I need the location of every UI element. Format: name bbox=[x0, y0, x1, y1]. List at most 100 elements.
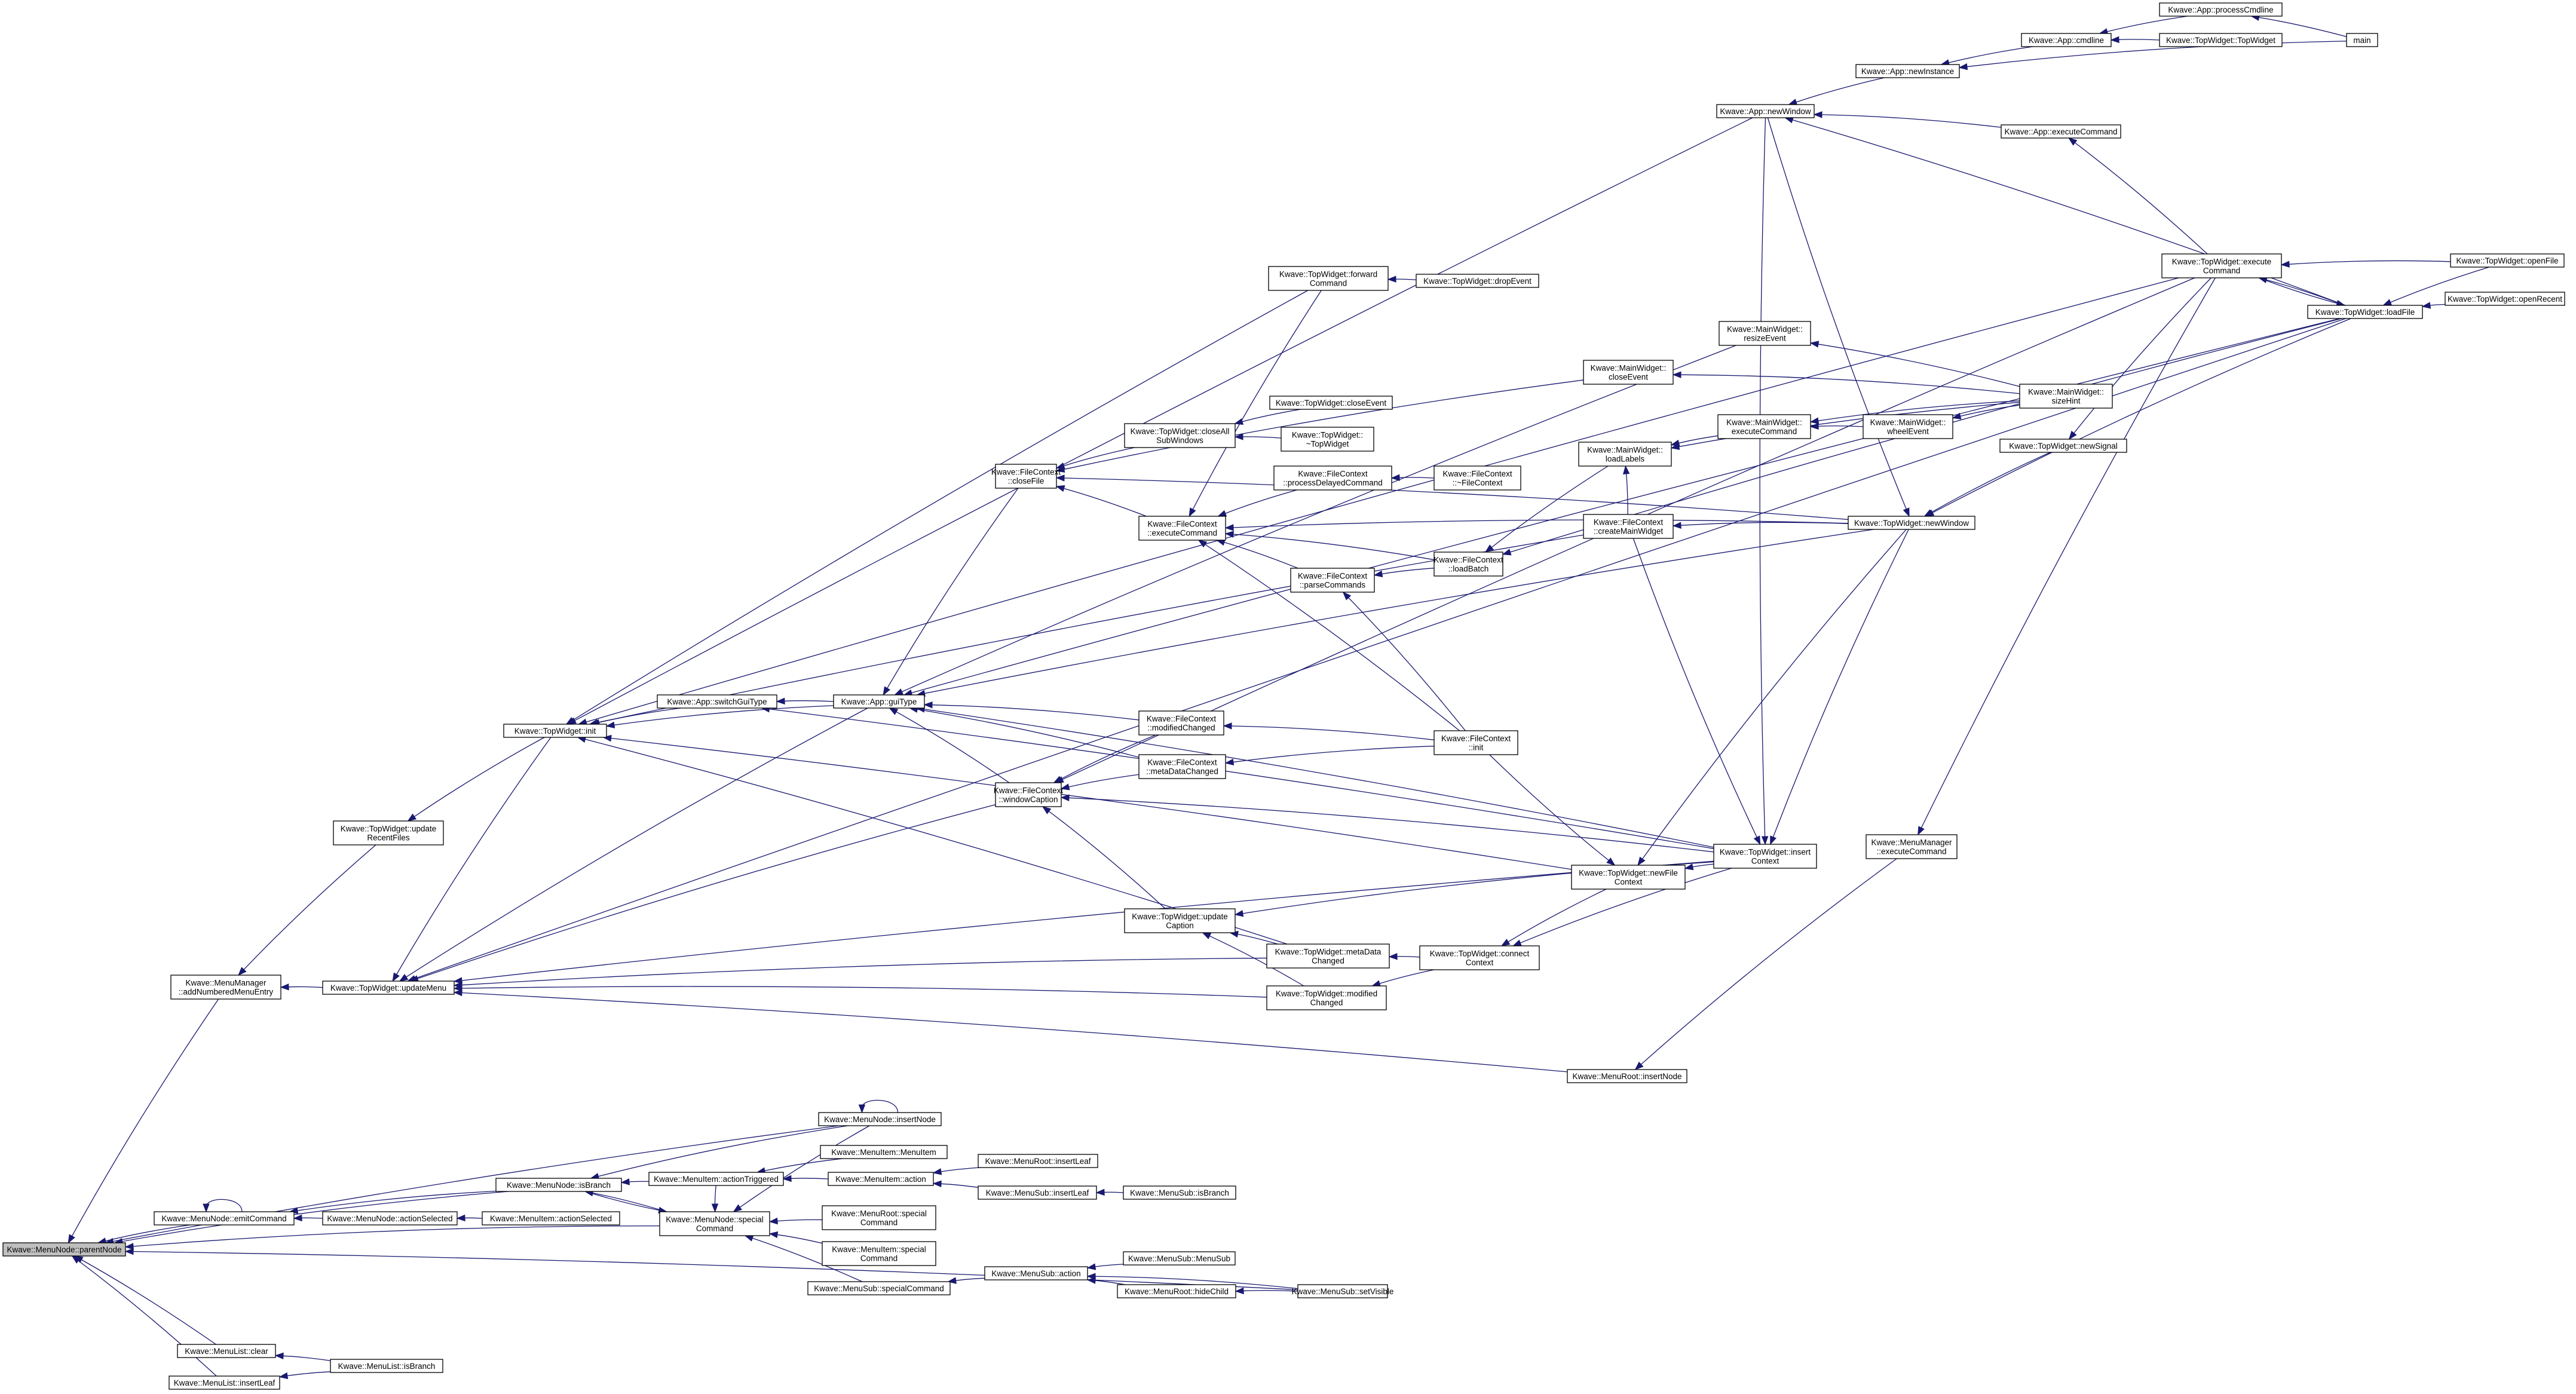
node-fcLoadBatch[interactable]: Kwave::FileContext::loadBatch bbox=[1434, 552, 1503, 577]
arrow-head bbox=[1235, 1287, 1244, 1295]
node-fcProcDelayed[interactable]: Kwave::FileContext::processDelayedComman… bbox=[1273, 465, 1392, 491]
node-subMenuSub[interactable]: Kwave::MenuSub::MenuSub bbox=[1123, 1251, 1236, 1266]
node-appProcCmdline[interactable]: Kwave::App::processCmdline bbox=[2159, 2, 2283, 17]
node-twTopWidget[interactable]: Kwave::TopWidget::TopWidget bbox=[2159, 33, 2283, 47]
node-twOpenRecent[interactable]: Kwave::TopWidget::openRecent bbox=[2445, 292, 2565, 306]
node-label: Kwave::App::executeCommand bbox=[2004, 127, 2117, 136]
edge-nodeIsBranch-nodeSpecial bbox=[584, 1190, 667, 1212]
arrow-head bbox=[1500, 939, 1511, 946]
node-fcExecCmd[interactable]: Kwave::FileContext::executeCommand bbox=[1138, 516, 1226, 541]
node-mwLoadLabels[interactable]: Kwave::MainWidget::loadLabels bbox=[1578, 442, 1672, 467]
node-mmExecCmd[interactable]: Kwave::MenuManager::executeCommand bbox=[1866, 834, 1958, 859]
node-addNumbered[interactable]: Kwave::MenuManager::addNumberedMenuEntry bbox=[170, 975, 281, 1000]
arrow-head bbox=[1952, 412, 1962, 419]
node-nodeInsertNode[interactable]: Kwave::MenuNode::insertNode bbox=[818, 1112, 942, 1126]
node-itemSpecial[interactable]: Kwave::MenuItem::specialCommand bbox=[822, 1241, 936, 1266]
arrow-head bbox=[2382, 299, 2393, 306]
node-mwResizeEvent[interactable]: Kwave::MainWidget::resizeEvent bbox=[1719, 321, 1811, 346]
node-fcModChanged[interactable]: Kwave::FileContext::modifiedChanged bbox=[1138, 710, 1224, 736]
edge-nodeSpecial-itemSpecial bbox=[768, 1231, 823, 1244]
node-nodeActionSel[interactable]: Kwave::MenuNode::actionSelected bbox=[322, 1211, 458, 1226]
node-twNewWindow[interactable]: Kwave::TopWidget::newWindow bbox=[1848, 516, 1975, 530]
node-emitCommand[interactable]: Kwave::MenuNode::emitCommand bbox=[154, 1211, 295, 1226]
node-twCloseEvent[interactable]: Kwave::TopWidget::closeEvent bbox=[1269, 396, 1393, 410]
edge-addNumbered-twUpdateRecent bbox=[238, 844, 376, 976]
node-subSpecial[interactable]: Kwave::MenuSub::specialCommand bbox=[807, 1281, 951, 1295]
node-appCmdline[interactable]: Kwave::App::cmdline bbox=[2021, 33, 2112, 47]
node-twDtor[interactable]: Kwave::TopWidget::~TopWidget bbox=[1281, 427, 1374, 452]
node-twMetaChanged[interactable]: Kwave::TopWidget::metaDataChanged bbox=[1266, 943, 1390, 969]
node-subSetVisible[interactable]: Kwave::MenuSub::setVisible bbox=[1292, 1284, 1394, 1298]
edge-twExecCmd-twOpenFile bbox=[2280, 260, 2451, 268]
node-nodeIsBranch[interactable]: Kwave::MenuNode::isBranch bbox=[495, 1178, 622, 1192]
node-main[interactable]: main bbox=[2346, 33, 2378, 47]
node-box bbox=[177, 1344, 276, 1358]
node-listInsertLeaf[interactable]: Kwave::MenuList::insertLeaf bbox=[169, 1375, 280, 1390]
node-twOpenFile[interactable]: Kwave::TopWidget::openFile bbox=[2450, 253, 2565, 268]
node-appSwitchGui[interactable]: Kwave::App::switchGuiType bbox=[657, 694, 777, 709]
node-fcCloseFile[interactable]: Kwave::FileContext::closeFile bbox=[991, 464, 1061, 489]
edge-appGuiType-fcWindowCaption bbox=[889, 707, 1010, 783]
node-fcInit[interactable]: Kwave::FileContext::init bbox=[1434, 730, 1518, 755]
node-mwExecCmd[interactable]: Kwave::MainWidget::executeCommand bbox=[1717, 414, 1811, 439]
node-appNewWindow[interactable]: Kwave::App::newWindow bbox=[1716, 104, 1815, 118]
node-rootSpecial[interactable]: Kwave::MenuRoot::specialCommand bbox=[822, 1205, 936, 1230]
node-fcWindowCaption[interactable]: Kwave::FileContext::windowCaption bbox=[994, 782, 1064, 807]
node-twDropEvent[interactable]: Kwave::TopWidget::dropEvent bbox=[1416, 274, 1539, 288]
node-nodeSpecial[interactable]: Kwave::MenuNode::specialCommand bbox=[659, 1211, 770, 1236]
node-twUpdateMenu[interactable]: Kwave::TopWidget::updateMenu bbox=[322, 981, 455, 995]
node-listClear[interactable]: Kwave::MenuList::clear bbox=[177, 1344, 276, 1358]
node-fcDtor[interactable]: Kwave::FileContext::~FileContext bbox=[1434, 465, 1521, 491]
edge-line bbox=[1232, 746, 1435, 763]
node-label: Kwave::FileContext bbox=[1441, 734, 1511, 743]
node-subAction[interactable]: Kwave::MenuSub::action bbox=[984, 1266, 1088, 1280]
node-label: Kwave::App::guiType bbox=[841, 697, 917, 706]
node-rootInsertLeaf[interactable]: Kwave::MenuRoot::insertLeaf bbox=[978, 1154, 1098, 1168]
node-itemActTrig[interactable]: Kwave::MenuItem::actionTriggered bbox=[648, 1172, 784, 1186]
node-box bbox=[1266, 943, 1390, 969]
node-rootInsertNode[interactable]: Kwave::MenuRoot::insertNode bbox=[1567, 1069, 1687, 1083]
node-itemActionSel[interactable]: Kwave::MenuItem::actionSelected bbox=[482, 1211, 620, 1226]
node-itemMenuItem[interactable]: Kwave::MenuItem::MenuItem bbox=[820, 1145, 948, 1159]
node-fcMetaChanged[interactable]: Kwave::FileContext::metaDataChanged bbox=[1138, 754, 1226, 779]
edge-line bbox=[1059, 734, 1156, 780]
node-label: Command bbox=[1310, 279, 1347, 288]
edge-line bbox=[1103, 1191, 1124, 1193]
node-twExecCmd[interactable]: Kwave::TopWidget::executeCommand bbox=[2161, 253, 2282, 278]
node-parentNode[interactable]: Kwave::MenuNode::parentNode bbox=[2, 1242, 126, 1257]
edge-appNewInstance-main bbox=[1958, 41, 2347, 71]
node-itemAction[interactable]: Kwave::MenuItem::action bbox=[828, 1172, 934, 1186]
node-appExecCmd[interactable]: Kwave::App::executeCommand bbox=[2001, 124, 2121, 139]
edge-line bbox=[911, 318, 2341, 694]
node-twModChanged[interactable]: Kwave::TopWidget::modifiedChanged bbox=[1266, 985, 1387, 1010]
node-subInsertLeaf[interactable]: Kwave::MenuSub::insertLeaf bbox=[978, 1185, 1097, 1200]
node-appGuiType[interactable]: Kwave::App::guiType bbox=[833, 694, 925, 709]
edge-line bbox=[1068, 774, 1140, 788]
node-rootHideChild[interactable]: Kwave::MenuRoot::hideChild bbox=[1117, 1284, 1236, 1298]
node-twInit[interactable]: Kwave::TopWidget::init bbox=[503, 724, 607, 738]
node-appNewInstance[interactable]: Kwave::App::newInstance bbox=[1855, 64, 1960, 78]
node-mwWheelEvent[interactable]: Kwave::MainWidget::wheelEvent bbox=[1863, 414, 1953, 439]
node-box bbox=[2, 1242, 126, 1257]
arrow-head bbox=[1672, 522, 1681, 529]
arrow-head bbox=[1055, 465, 1065, 473]
node-label: Kwave::TopWidget::closeAll bbox=[1131, 427, 1230, 436]
node-twLoadFile[interactable]: Kwave::TopWidget::loadFile bbox=[2307, 305, 2423, 319]
arrow-head bbox=[567, 717, 577, 725]
node-label: Kwave::App::newWindow bbox=[1720, 107, 1811, 116]
node-mwSizeHint[interactable]: Kwave::MainWidget::sizeHint bbox=[2019, 384, 2113, 409]
node-subIsBranch[interactable]: Kwave::MenuSub::isBranch bbox=[1123, 1185, 1236, 1200]
node-listIsBranch[interactable]: Kwave::MenuList::isBranch bbox=[330, 1359, 443, 1373]
node-twNewSignal[interactable]: Kwave::TopWidget::newSignal bbox=[1999, 439, 2127, 453]
node-box bbox=[1583, 514, 1674, 539]
node-fcCreateMain[interactable]: Kwave::FileContext::createMainWidget bbox=[1583, 514, 1674, 539]
node-mwCloseEvent[interactable]: Kwave::MainWidget::closeEvent bbox=[1583, 360, 1674, 385]
node-fcParseCmds[interactable]: Kwave::FileContext::parseCommands bbox=[1290, 568, 1375, 593]
